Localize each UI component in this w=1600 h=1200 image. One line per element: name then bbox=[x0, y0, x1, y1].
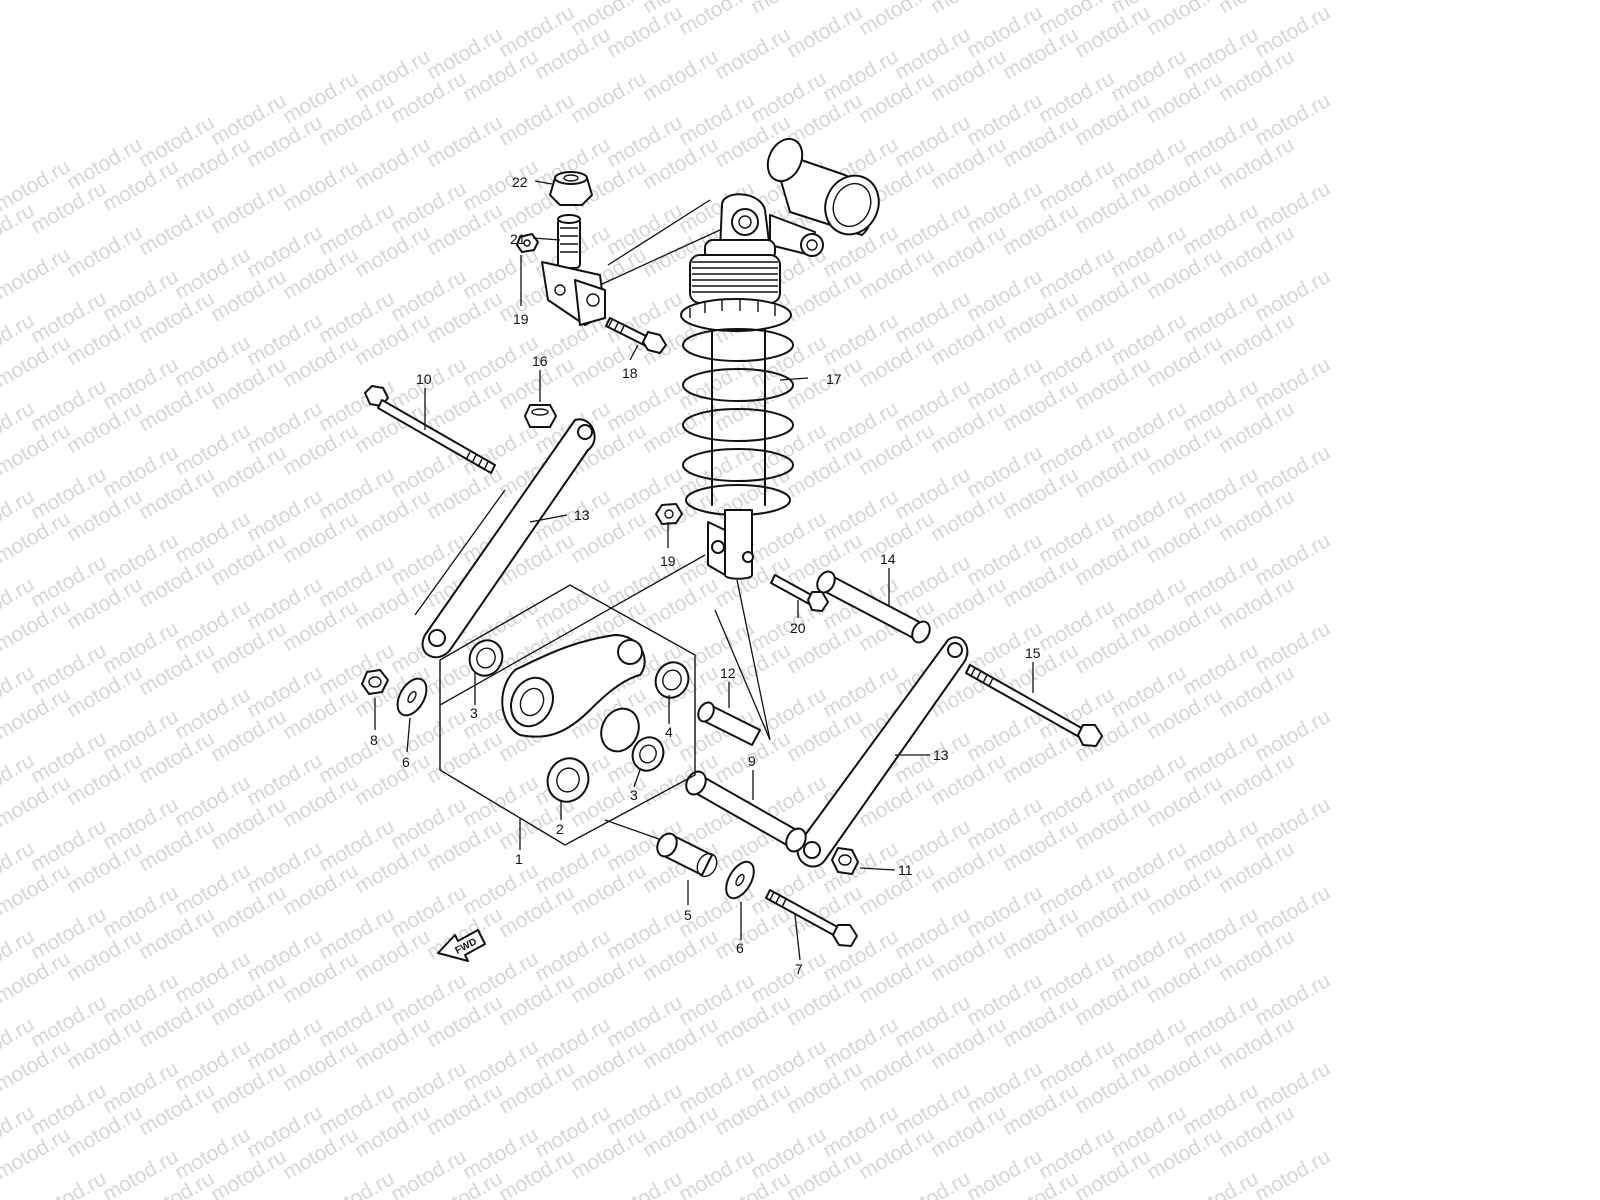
callout-leaders bbox=[374, 180, 1034, 961]
callout-20: 20 bbox=[790, 620, 806, 636]
forward-arrow-icon: FWD bbox=[437, 929, 486, 962]
callout-7: 7 bbox=[795, 961, 803, 977]
callout-21: 21 bbox=[510, 231, 526, 247]
callout-9: 9 bbox=[748, 753, 756, 769]
callout-11: 11 bbox=[898, 862, 913, 878]
callout-6-right: 6 bbox=[736, 940, 744, 956]
watermark-layer: motod.rumotod.rumotod.rumotod.rumotod.ru… bbox=[0, 0, 1334, 1200]
callout-14: 14 bbox=[880, 551, 896, 567]
watermark-text: motod.ru bbox=[1251, 177, 1334, 238]
watermark-text: motod.ru bbox=[891, 1167, 974, 1200]
watermark-text: motod.ru bbox=[1251, 1, 1334, 62]
callout-15: 15 bbox=[1025, 645, 1041, 661]
watermark-text: motod.ru bbox=[0, 243, 74, 304]
watermark-text: motod.ru bbox=[639, 45, 722, 106]
bushing-5 bbox=[656, 832, 718, 878]
bolt-20 bbox=[770, 574, 829, 612]
tie-rod-13-lower bbox=[796, 636, 969, 868]
washer-6-right bbox=[725, 860, 755, 900]
nut-11 bbox=[831, 847, 859, 875]
bolt-7 bbox=[765, 889, 858, 947]
watermark-text: motod.ru bbox=[747, 0, 830, 18]
watermark-text: motod.ru bbox=[1251, 793, 1334, 854]
bolt-18 bbox=[605, 317, 667, 354]
callout-18: 18 bbox=[622, 365, 638, 381]
bushing-12 bbox=[697, 701, 761, 746]
callout-8: 8 bbox=[370, 732, 378, 748]
callout-2: 2 bbox=[556, 821, 564, 837]
rear-shock-absorber bbox=[680, 137, 880, 580]
nut-16 bbox=[524, 404, 557, 428]
callout-12: 12 bbox=[720, 665, 736, 681]
callout-19-lower: 19 bbox=[660, 553, 676, 569]
watermark-text: motod.ru bbox=[1251, 441, 1334, 502]
watermark-text: motod.ru bbox=[1251, 89, 1334, 150]
callout-19-upper: 19 bbox=[513, 311, 529, 327]
watermark-text: motod.ru bbox=[135, 199, 218, 260]
cushion-lever-assembly-1 bbox=[439, 584, 696, 846]
watermark-text: motod.ru bbox=[1215, 0, 1298, 18]
spacer-14 bbox=[816, 570, 931, 644]
washer-6-left bbox=[396, 677, 428, 717]
watermark-text: motod.ru bbox=[1251, 529, 1334, 590]
watermark-text: motod.ru bbox=[1251, 265, 1334, 326]
watermark-text: motod.ru bbox=[1251, 1145, 1334, 1200]
nut-8 bbox=[361, 669, 389, 695]
nut-19-lower bbox=[655, 503, 683, 525]
callout-17: 17 bbox=[826, 371, 842, 387]
watermark-text: motod.ru bbox=[1251, 353, 1334, 414]
callout-10: 10 bbox=[416, 371, 432, 387]
shock-mount-bracket bbox=[541, 214, 606, 326]
callout-13-upper: 13 bbox=[574, 507, 590, 523]
watermark-text: motod.ru bbox=[315, 1167, 398, 1200]
spacer-9 bbox=[685, 770, 807, 853]
callout-16: 16 bbox=[532, 353, 548, 369]
watermark-text: motod.ru bbox=[63, 221, 146, 282]
watermark-text: motod.ru bbox=[207, 177, 290, 238]
watermark-text: motod.ru bbox=[675, 0, 758, 40]
bolt-15 bbox=[965, 664, 1103, 747]
nut-22 bbox=[549, 171, 593, 206]
watermark-text: motod.ru bbox=[351, 133, 434, 194]
callout-3-left: 3 bbox=[470, 705, 478, 721]
callout-3-right: 3 bbox=[630, 787, 638, 803]
watermark-text: motod.ru bbox=[1251, 881, 1334, 942]
watermark-text: motod.ru bbox=[279, 155, 362, 216]
watermark-text: motod.ru bbox=[855, 0, 938, 40]
watermark-text: motod.ru bbox=[1251, 705, 1334, 766]
watermark-text: motod.ru bbox=[27, 1167, 110, 1200]
tie-rod-13-upper bbox=[421, 418, 596, 659]
watermark-text: motod.ru bbox=[423, 111, 506, 172]
callout-5: 5 bbox=[684, 907, 692, 923]
callout-1: 1 bbox=[515, 851, 523, 867]
watermark-text: motod.ru bbox=[927, 0, 1010, 18]
watermark-text: motod.ru bbox=[1251, 969, 1334, 1030]
watermark-text: motod.ru bbox=[783, 1, 866, 62]
nut-19-upper bbox=[516, 233, 539, 253]
callout-13-lower: 13 bbox=[933, 747, 949, 763]
callout-6-left: 6 bbox=[402, 754, 410, 770]
callout-labels: 22 21 19 18 16 10 17 13 19 14 20 15 12 8… bbox=[370, 174, 1041, 977]
callout-22: 22 bbox=[512, 174, 528, 190]
watermark-text: motod.ru bbox=[1179, 1167, 1262, 1200]
watermark-text: motod.ru bbox=[1251, 1057, 1334, 1118]
watermark-text: motod.ru bbox=[603, 1167, 686, 1200]
callout-4: 4 bbox=[665, 724, 673, 740]
watermark-text: motod.ru bbox=[1143, 0, 1226, 40]
watermark-text: motod.ru bbox=[711, 23, 794, 84]
watermark-text: motod.ru bbox=[1251, 617, 1334, 678]
bolt-10 bbox=[364, 385, 496, 474]
watermark-text: motod.ru bbox=[567, 67, 650, 128]
watermark-text: motod.ru bbox=[495, 89, 578, 150]
